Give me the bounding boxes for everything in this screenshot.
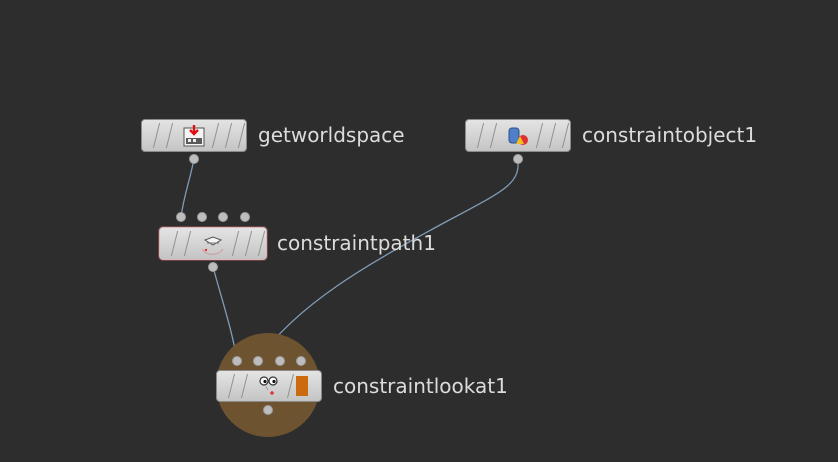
node-label-getworldspace: getworldspace [258, 123, 405, 147]
input-port-constraintlookat1-2[interactable] [253, 356, 263, 366]
input-port-constraintpath1-1[interactable] [176, 212, 186, 222]
node-constraintlookat1[interactable] [216, 370, 322, 402]
input-port-constraintpath1-3[interactable] [218, 212, 228, 222]
wire-constraintobject1-to-constraintlookat1[interactable] [257, 158, 519, 361]
get-world-space-icon [183, 124, 205, 146]
input-port-constraintlookat1-3[interactable] [275, 356, 285, 366]
input-port-constraintlookat1-1[interactable] [232, 356, 242, 366]
output-port-constraintobject1[interactable] [513, 154, 523, 164]
node-constraintpath1[interactable] [159, 227, 267, 260]
node-label-constraintlookat1: constraintlookat1 [333, 374, 508, 398]
input-port-constraintlookat1-4[interactable] [296, 356, 306, 366]
constraint-path-icon [201, 235, 224, 255]
constraint-object-icon [508, 127, 528, 145]
node-label-constraintpath1: constraintpath1 [277, 231, 436, 255]
display-flag[interactable] [296, 376, 308, 396]
output-port-getworldspace[interactable] [189, 154, 199, 164]
input-port-constraintpath1-4[interactable] [240, 212, 250, 222]
node-label-constraintobject1: constraintobject1 [582, 123, 758, 147]
input-port-constraintpath1-2[interactable] [197, 212, 207, 222]
constraint-lookat-icon [259, 376, 278, 395]
output-port-constraintpath1[interactable] [208, 262, 218, 272]
node-getworldspace[interactable] [141, 119, 247, 152]
output-port-constraintlookat1[interactable] [263, 405, 273, 415]
wire-getworldspace-to-constraintpath1[interactable] [180, 158, 195, 218]
node-constraintobject1[interactable] [465, 119, 571, 152]
